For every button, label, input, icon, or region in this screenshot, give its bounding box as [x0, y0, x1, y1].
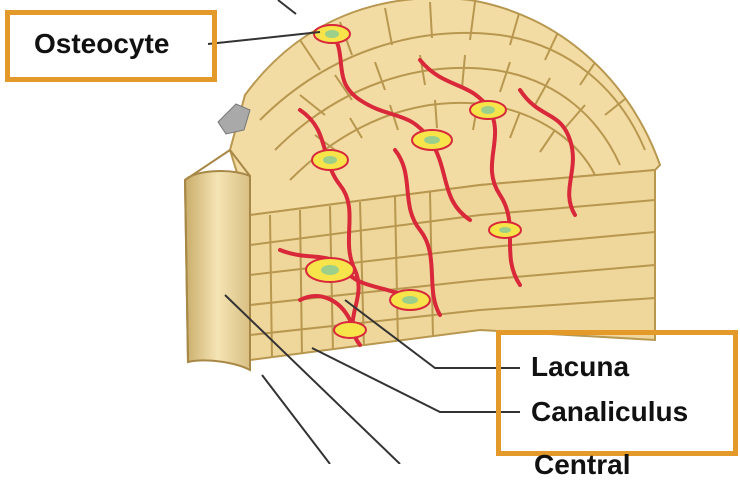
- bone-illustration: [183, 0, 662, 464]
- canaliculus-leader: [311, 347, 520, 413]
- lacuna-leader: [344, 299, 520, 369]
- central-label-partial: Central: [534, 449, 631, 480]
- osteocyte-label: Osteocyte: [34, 28, 170, 59]
- blood-vessel: [217, 103, 251, 135]
- central-leader-2: [261, 374, 331, 464]
- canaliculus-label: Canaliculus: [531, 396, 689, 427]
- lacuna-label: Lacuna: [531, 351, 630, 382]
- central-canal: [183, 149, 251, 372]
- osteocyte-leader: [207, 31, 321, 45]
- osteocyte-highlight-box: [5, 10, 217, 82]
- central-leader-1: [224, 294, 401, 464]
- leader-lines: [207, 0, 520, 464]
- lacunae: [305, 24, 522, 339]
- lacuna-canaliculus-highlight-box: [496, 330, 738, 456]
